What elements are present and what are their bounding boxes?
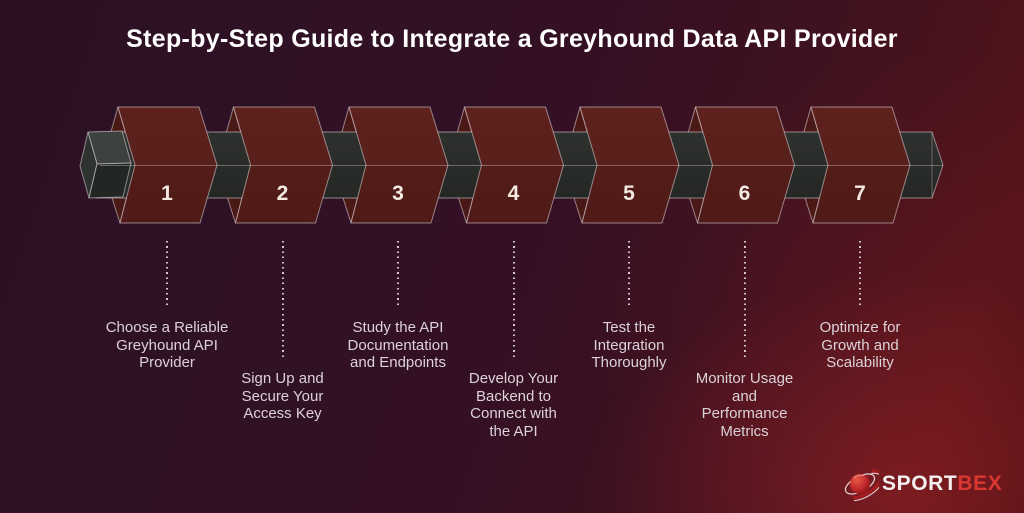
step-number-7: 7 bbox=[854, 182, 866, 205]
dotted-connector-1 bbox=[166, 241, 168, 305]
brand-logo: SPORTBEX bbox=[841, 464, 1002, 502]
dotted-connector-6 bbox=[743, 241, 746, 357]
dotted-connector-7 bbox=[859, 241, 861, 305]
brand-name-secondary: BEX bbox=[957, 471, 1003, 495]
step-label-2: Sign Up and Secure Your Access Key bbox=[241, 370, 324, 422]
chain-end-cap-left bbox=[79, 130, 132, 199]
step-number-4: 4 bbox=[507, 182, 520, 205]
step-box-7 bbox=[810, 106, 911, 224]
brand-name: SPORTBEX bbox=[882, 473, 1002, 494]
step-box-6 bbox=[695, 106, 795, 224]
dotted-connector-5 bbox=[628, 241, 630, 305]
step-label-3: Study the API Documentation and Endpoint… bbox=[347, 319, 449, 371]
step-number-1: 1 bbox=[161, 182, 173, 205]
step-label-4: Develop Your Backend to Connect with the… bbox=[468, 370, 559, 440]
dotted-connector-3 bbox=[397, 241, 399, 305]
sportbex-globe-swoosh-icon bbox=[844, 469, 879, 502]
step-label-7: Optimize for Growth and Scalability bbox=[819, 319, 901, 371]
link-front-faces bbox=[117, 106, 911, 224]
step-number-6: 6 bbox=[738, 182, 751, 205]
step-number-3: 3 bbox=[392, 182, 404, 205]
step-label-6: Monitor Usage and Performance Metrics bbox=[695, 370, 794, 440]
brand-name-primary: SPORT bbox=[882, 471, 958, 495]
step-box-4 bbox=[464, 106, 564, 224]
step-box-2 bbox=[233, 106, 333, 224]
dotted-connector-4 bbox=[512, 241, 515, 357]
step-label-1: Choose a Reliable Greyhound API Provider bbox=[105, 319, 229, 371]
step-box-3 bbox=[348, 106, 449, 224]
page-title: Step-by-Step Guide to Integrate a Greyho… bbox=[126, 25, 898, 53]
dotted-connector-2 bbox=[281, 241, 284, 357]
step-box-1 bbox=[117, 106, 218, 224]
step-number-5: 5 bbox=[623, 182, 635, 205]
step-box-5 bbox=[579, 106, 680, 224]
step-label-5: Test the Integration Thoroughly bbox=[591, 319, 667, 371]
step-number-2: 2 bbox=[276, 182, 289, 205]
